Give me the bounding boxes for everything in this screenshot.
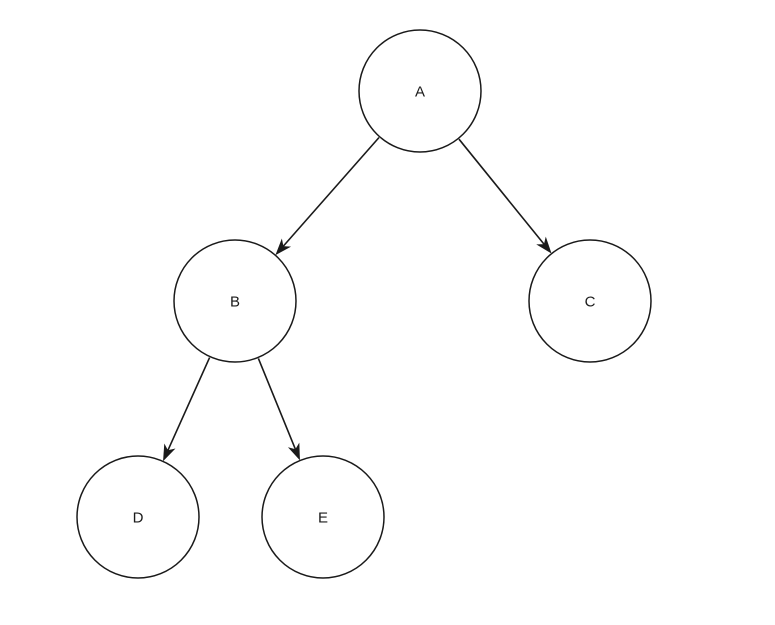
node-label: A [415,84,425,101]
graph-edge-b-to-d [163,357,211,462]
node-circle[interactable] [358,29,482,153]
arrowhead-icon [275,238,292,256]
graph-edge-a-to-b [275,136,380,256]
graph-node-e[interactable]: E [261,455,385,579]
edge-line [167,357,211,451]
graph-edge-a-to-c [458,138,552,254]
graph-edge-b-to-e [257,358,300,461]
edge-line [257,358,297,450]
edge-layer [163,136,552,462]
node-circle[interactable] [261,455,385,579]
edge-line [282,136,380,247]
node-circle[interactable] [528,239,652,363]
graph-node-d[interactable]: D [76,455,200,579]
node-label: B [230,294,240,311]
arrowhead-icon [163,443,176,462]
node-circle[interactable] [76,455,200,579]
node-label: E [318,510,328,527]
graph-node-b[interactable]: B [173,239,297,363]
graph-node-c[interactable]: C [528,239,652,363]
edge-line [458,138,545,245]
node-label: D [133,510,144,527]
arrowhead-icon [536,236,552,254]
node-circle[interactable] [173,239,297,363]
node-layer: A B C D E [76,29,652,579]
arrowhead-icon [287,442,300,461]
node-label: C [585,294,596,311]
graph-node-a[interactable]: A [358,29,482,153]
